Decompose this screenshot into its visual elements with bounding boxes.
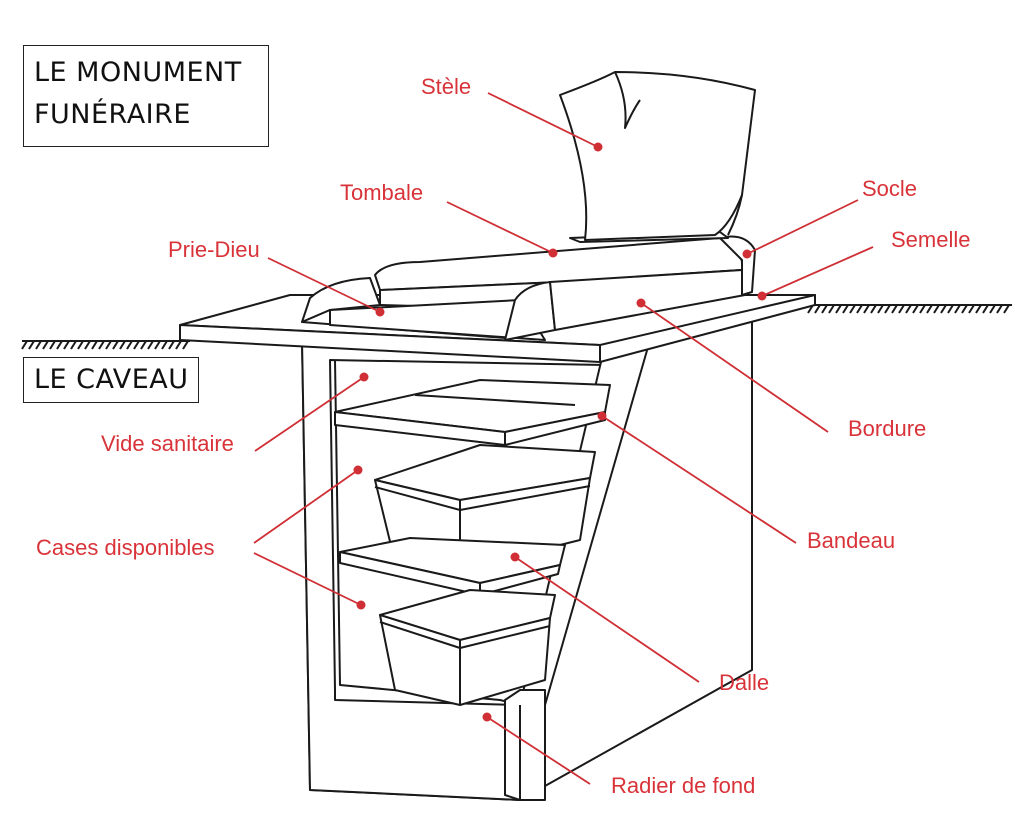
label-bandeau: Bandeau bbox=[807, 528, 896, 553]
middle-slab bbox=[339, 537, 566, 596]
label-prie-dieu: Prie-Dieu bbox=[168, 237, 260, 262]
label-cases-disponibles: Cases disponibles bbox=[36, 535, 215, 560]
stele-stone bbox=[559, 71, 756, 241]
upper-shelf bbox=[334, 379, 611, 446]
lower-coffin bbox=[379, 589, 556, 706]
title-monument-funeraire: LE MONUMENT FUNÉRAIRE bbox=[23, 45, 269, 147]
label-stele: Stèle bbox=[421, 74, 472, 99]
label-vide-sanitaire: Vide sanitaire bbox=[101, 431, 234, 456]
label-dalle: Dalle bbox=[719, 670, 770, 695]
label-semelle: Semelle bbox=[891, 227, 971, 252]
title-monument-line1: LE MONUMENT bbox=[34, 57, 242, 88]
leader-lines bbox=[253, 92, 874, 785]
label-bordure: Bordure bbox=[848, 416, 927, 441]
monument-base bbox=[301, 231, 756, 341]
title-monument-line2: FUNÉRAIRE bbox=[34, 99, 191, 130]
label-tombale: Tombale bbox=[340, 180, 424, 205]
ground-right bbox=[807, 304, 1012, 314]
ground-left bbox=[21, 340, 190, 350]
title-caveau: LE CAVEAU bbox=[23, 357, 199, 403]
title-caveau-text: LE CAVEAU bbox=[34, 364, 189, 395]
label-radier-de-fond: Radier de fond bbox=[611, 773, 756, 798]
label-socle: Socle bbox=[862, 176, 918, 201]
